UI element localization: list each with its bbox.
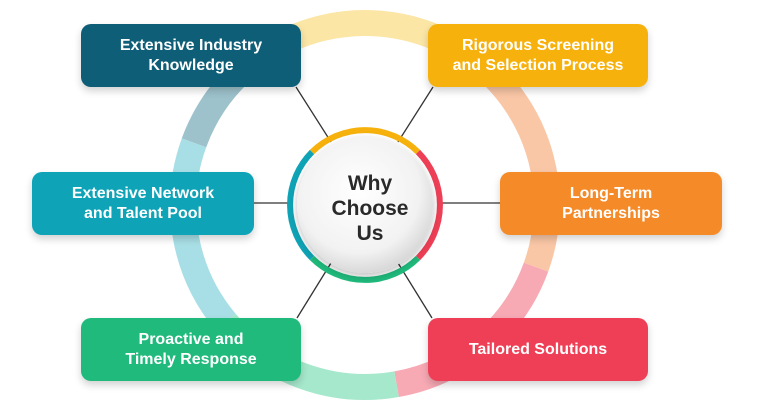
center-hub-label: Why Choose Us: [331, 171, 409, 245]
card-proactive-timely-response: Proactive and Timely Response: [81, 318, 301, 381]
card-tailored-solutions: Tailored Solutions: [428, 318, 648, 381]
hub-arc-bottom: [309, 255, 421, 283]
card-long-term-partnerships: Long-Term Partnerships: [500, 172, 722, 235]
center-hub: [297, 137, 433, 273]
hub-arc-right: [415, 149, 443, 261]
hub-arc-left: [287, 149, 315, 261]
card-extensive-network: Extensive Network and Talent Pool: [32, 172, 254, 235]
hub-arc-top: [309, 127, 421, 155]
connector-proactive: [296, 262, 332, 319]
card-extensive-industry-knowledge: Extensive Industry Knowledge: [81, 24, 301, 87]
ring-segment-left: [170, 138, 236, 331]
connector-industry: [295, 86, 332, 143]
connector-screening: [397, 86, 434, 143]
ring-segment-right: [473, 55, 560, 272]
card-rigorous-screening: Rigorous Screening and Selection Process: [428, 24, 648, 87]
hub-color-ring: [287, 127, 443, 283]
